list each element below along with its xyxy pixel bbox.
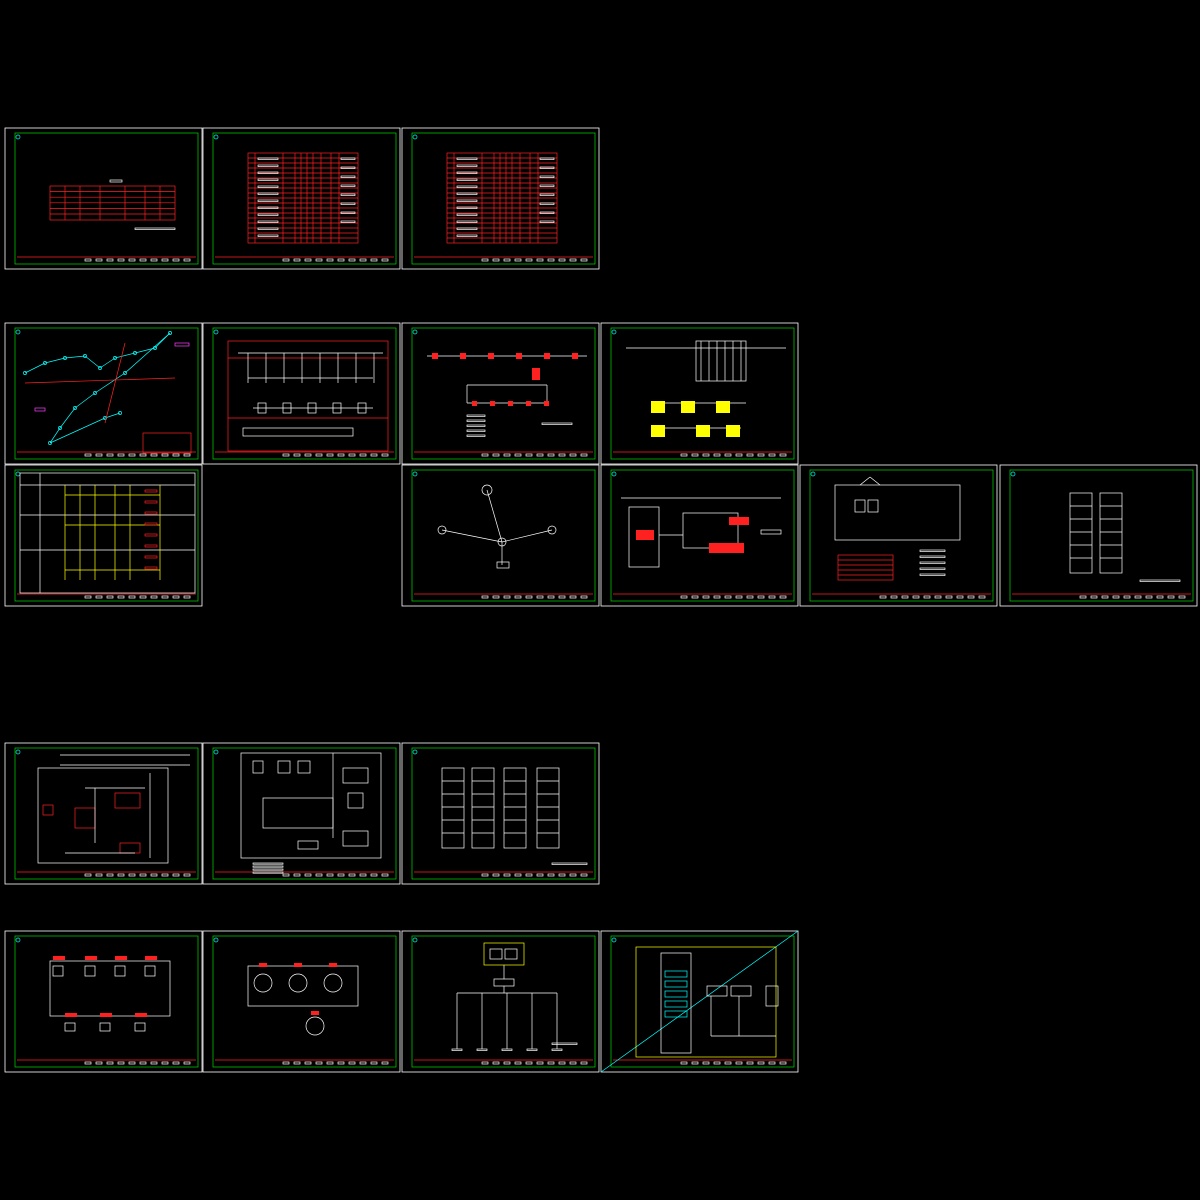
sheet-marker-icon xyxy=(15,329,21,335)
sheet-marker-icon xyxy=(412,749,418,755)
drawing-sheet-ring-units[interactable] xyxy=(4,930,203,1073)
sheet-marker-icon xyxy=(611,329,617,335)
drawing-sheet-room-wiring[interactable] xyxy=(4,742,203,885)
drawing-sheet-table-small[interactable] xyxy=(4,127,203,270)
drawing-sheet-plan-view[interactable] xyxy=(799,464,998,607)
drawing-sheet-single-line[interactable] xyxy=(202,322,401,465)
drawing-sheet-schedule-grid[interactable] xyxy=(4,464,203,607)
sheet-marker-icon xyxy=(15,471,21,477)
sheet-marker-icon xyxy=(412,134,418,140)
sheet-marker-icon xyxy=(412,937,418,943)
drawing-sheet-cabinets-2[interactable] xyxy=(999,464,1198,607)
drawing-sheet-network-map[interactable] xyxy=(4,322,203,465)
drawing-sheet-yellow-blocks[interactable] xyxy=(600,322,799,465)
drawing-sheet-ring-circles[interactable] xyxy=(202,930,401,1073)
drawing-sheet-control-loop[interactable] xyxy=(600,464,799,607)
sheet-marker-icon xyxy=(412,329,418,335)
drawing-sheet-table-large[interactable] xyxy=(202,127,401,270)
sheet-marker-icon xyxy=(611,937,617,943)
sheet-marker-icon xyxy=(213,749,219,755)
drawing-sheet-tree[interactable] xyxy=(401,930,600,1073)
sheet-marker-icon xyxy=(810,471,816,477)
drawing-sheet-star-diagram[interactable] xyxy=(401,464,600,607)
sheet-marker-icon xyxy=(213,134,219,140)
sheet-marker-icon xyxy=(611,471,617,477)
sheet-marker-icon xyxy=(15,749,21,755)
drawing-sheet-panel-detail[interactable] xyxy=(600,930,799,1073)
sheet-marker-icon xyxy=(213,329,219,335)
sheet-marker-icon xyxy=(1010,471,1016,477)
sheet-marker-icon xyxy=(412,471,418,477)
drawing-sheet-table-large[interactable] xyxy=(401,127,600,270)
drawing-sheet-layout-plan[interactable] xyxy=(202,742,401,885)
drawing-sheet-wiring-red[interactable] xyxy=(401,322,600,465)
sheet-marker-icon xyxy=(15,134,21,140)
sheet-marker-icon xyxy=(15,937,21,943)
drawing-sheet-cabinets-4[interactable] xyxy=(401,742,600,885)
sheet-marker-icon xyxy=(213,937,219,943)
